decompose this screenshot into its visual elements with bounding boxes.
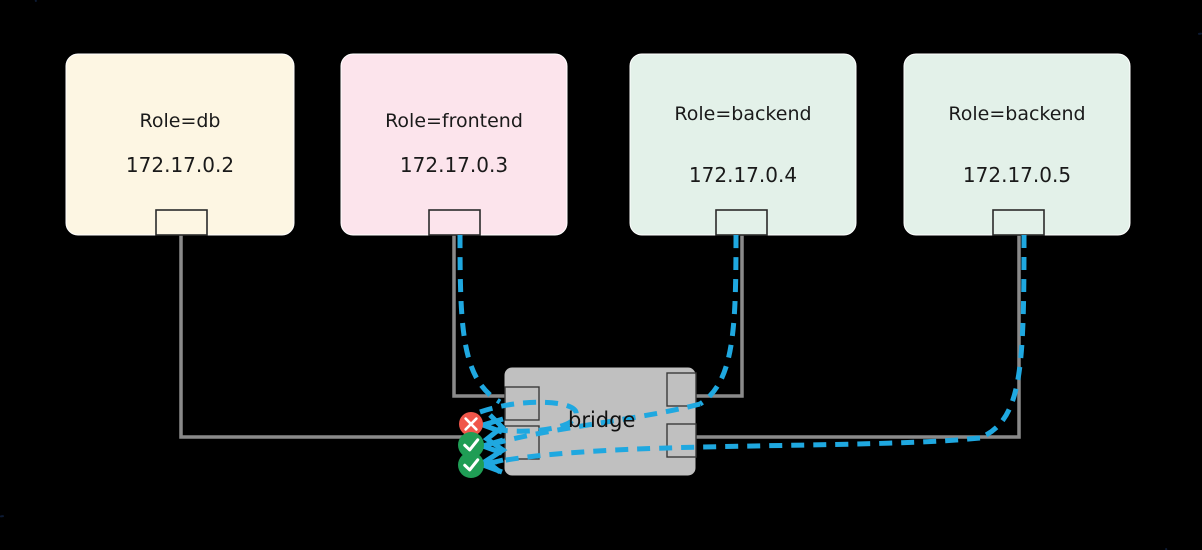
container-node-body xyxy=(629,53,857,236)
container-node-frontend[interactable] xyxy=(340,53,568,236)
container-node-body xyxy=(65,53,295,236)
check-icon xyxy=(463,458,480,472)
flow-backend1-in xyxy=(698,234,739,407)
flow-bridge-to-left-1 xyxy=(489,401,701,448)
flow-backend2-in xyxy=(978,234,1027,441)
flow-frontend-out xyxy=(457,234,502,405)
flow-bridge-to-left-2 xyxy=(489,435,981,466)
corner-top-right xyxy=(1195,32,1202,35)
container-node-backend-2[interactable] xyxy=(903,53,1131,236)
cross-icon xyxy=(464,417,478,431)
container-node-body xyxy=(340,53,568,236)
arrow-mark-group xyxy=(474,413,508,475)
corner-bottom-right xyxy=(1165,545,1168,550)
flow-loopback-left-top xyxy=(479,399,579,434)
container-node-body xyxy=(903,53,1131,236)
status-badge-group xyxy=(458,412,484,478)
badge-allowed-1[interactable] xyxy=(458,432,484,458)
corner-top-left xyxy=(34,0,37,5)
container-node-backend-1[interactable] xyxy=(629,53,857,236)
blue-flow-group xyxy=(457,234,1027,466)
zigzag-bracket xyxy=(481,413,508,474)
badge-allowed-2[interactable] xyxy=(458,452,484,478)
bridge-port-right-top xyxy=(666,372,697,407)
container-eth-port xyxy=(992,209,1045,236)
badge-circle xyxy=(458,452,484,478)
bridge-port-right-bottom xyxy=(666,423,697,458)
container-eth-port xyxy=(155,209,208,236)
container-eth-port xyxy=(428,209,481,236)
bridge-label: bridge xyxy=(568,408,636,432)
corner-bottom-left xyxy=(0,515,7,518)
badge-blocked[interactable] xyxy=(459,412,483,436)
wire-db-to-bridge xyxy=(179,235,470,439)
wire-backend2-to-bridge xyxy=(695,235,1021,439)
check-icon xyxy=(463,438,480,452)
container-eth-port xyxy=(715,209,768,236)
container-node-db[interactable] xyxy=(65,53,295,236)
container-node-group xyxy=(65,53,1131,236)
